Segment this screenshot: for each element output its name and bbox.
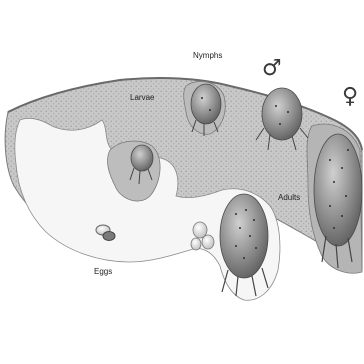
label-larvae: Larvae: [130, 94, 154, 102]
label-adults: Adults: [278, 194, 300, 202]
male-symbol: ♂: [262, 58, 282, 80]
label-eggs: Eggs: [94, 268, 112, 276]
label-nymphs: Nymphs: [193, 52, 222, 60]
female-symbol: ♀: [342, 86, 358, 108]
